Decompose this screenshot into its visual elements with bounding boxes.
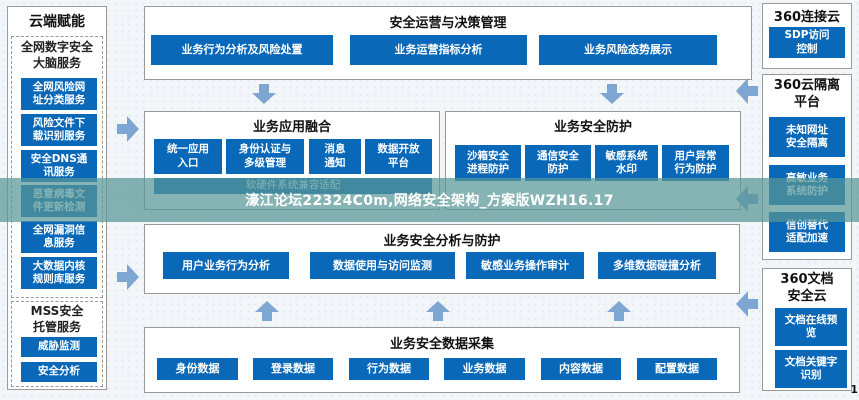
data-login[interactable]: 登录数据: [253, 358, 333, 380]
cloud-empowerment-title: 云端赋能: [29, 14, 85, 30]
service-security-analysis[interactable]: 安全分析: [21, 362, 97, 382]
data-identity[interactable]: 身份数据: [157, 358, 238, 380]
app-fusion-title: 业务应用融合: [252, 120, 331, 135]
doc-cloud-title: 360文档 安全云: [780, 272, 834, 304]
service-secure-dns[interactable]: 安全DNS通 讯服务: [21, 150, 97, 182]
service-threat-monitoring[interactable]: 威胁监测: [21, 337, 97, 357]
analysis-user-behavior[interactable]: 用户业务行为分析: [163, 252, 289, 279]
data-business[interactable]: 业务数据: [444, 358, 525, 380]
ops-risk-posture[interactable]: 业务风险态势展示: [539, 35, 717, 65]
arrow-down-icon: [252, 84, 276, 104]
analysis-sensitive-audit[interactable]: 敏感业务操作审计: [466, 252, 584, 279]
mss-title: MSS安全 托管服务: [30, 304, 84, 334]
arrow-left-icon: [736, 291, 758, 317]
protect-watermark[interactable]: 敏感系统 水印: [595, 145, 658, 181]
digital-brain-group: [11, 36, 103, 298]
data-collection-title: 业务安全数据采集: [389, 337, 494, 352]
page-number: 1: [850, 383, 858, 396]
security-ops-title: 安全运营与决策管理: [389, 16, 507, 31]
protect-sandbox[interactable]: 沙箱安全 进程防护: [455, 145, 521, 181]
service-risk-url[interactable]: 全网风险网 址分类服务: [21, 78, 97, 110]
analysis-data-access[interactable]: 数据使用与访问监测: [310, 252, 455, 279]
service-vulnerability-info[interactable]: 全网漏洞信 息服务: [21, 221, 97, 253]
data-content[interactable]: 内容数据: [541, 358, 621, 380]
protect-user-anomaly[interactable]: 用户异常 行为防护: [662, 145, 729, 181]
doc-online-preview[interactable]: 文档在线预 览: [775, 308, 847, 346]
ops-kpi-analysis[interactable]: 业务运营指标分析: [350, 35, 527, 65]
unknown-url-isolation[interactable]: 未知网址 安全隔离: [769, 117, 845, 157]
app-identity-auth[interactable]: 身份认证与 多级管理: [226, 139, 304, 174]
arrow-left-icon: [736, 78, 758, 104]
data-config[interactable]: 配置数据: [637, 358, 717, 380]
sdp-access-control[interactable]: SDP访问 控制: [769, 27, 845, 58]
security-analysis-title: 业务安全分析与防护: [383, 234, 501, 249]
app-message-notify[interactable]: 消息 通知: [309, 139, 361, 174]
analysis-multidim-collision[interactable]: 多维数据碰撞分析: [598, 252, 716, 279]
arrow-up-icon: [607, 301, 631, 321]
arrow-up-icon: [426, 301, 450, 321]
connect-cloud-title: 360连接云: [773, 10, 841, 25]
digital-brain-title: 全网数字安全 大脑服务: [20, 40, 93, 70]
arrow-up-icon: [255, 301, 279, 321]
business-protection-title: 业务安全防护: [553, 120, 632, 135]
doc-keyword-detect[interactable]: 文档关键字 识别: [775, 350, 847, 388]
app-unified-entry[interactable]: 统一应用 入口: [154, 139, 222, 174]
arrow-down-icon: [600, 84, 624, 104]
service-risk-file[interactable]: 风险文件下 载识别服务: [21, 114, 97, 146]
data-behavior[interactable]: 行为数据: [349, 358, 429, 380]
mss-group: [11, 301, 103, 387]
arrow-right-icon: [117, 264, 139, 290]
protect-communication[interactable]: 通信安全 防护: [525, 145, 591, 181]
service-bigdata-rules[interactable]: 大数据内核 规则库服务: [21, 257, 97, 289]
ops-behavior-analysis[interactable]: 业务行为分析及风险处置: [151, 35, 333, 65]
arrow-right-icon: [117, 116, 139, 142]
app-data-open-platform[interactable]: 数据开放 平台: [365, 139, 432, 174]
isolation-platform-title: 360云隔离 平台: [773, 78, 841, 110]
watermark-text: 濠江论坛22324C0m,网络安全架构_方案版WZH16.17: [245, 193, 614, 209]
watermark-banner: 濠江论坛22324C0m,网络安全架构_方案版WZH16.17: [0, 178, 859, 222]
